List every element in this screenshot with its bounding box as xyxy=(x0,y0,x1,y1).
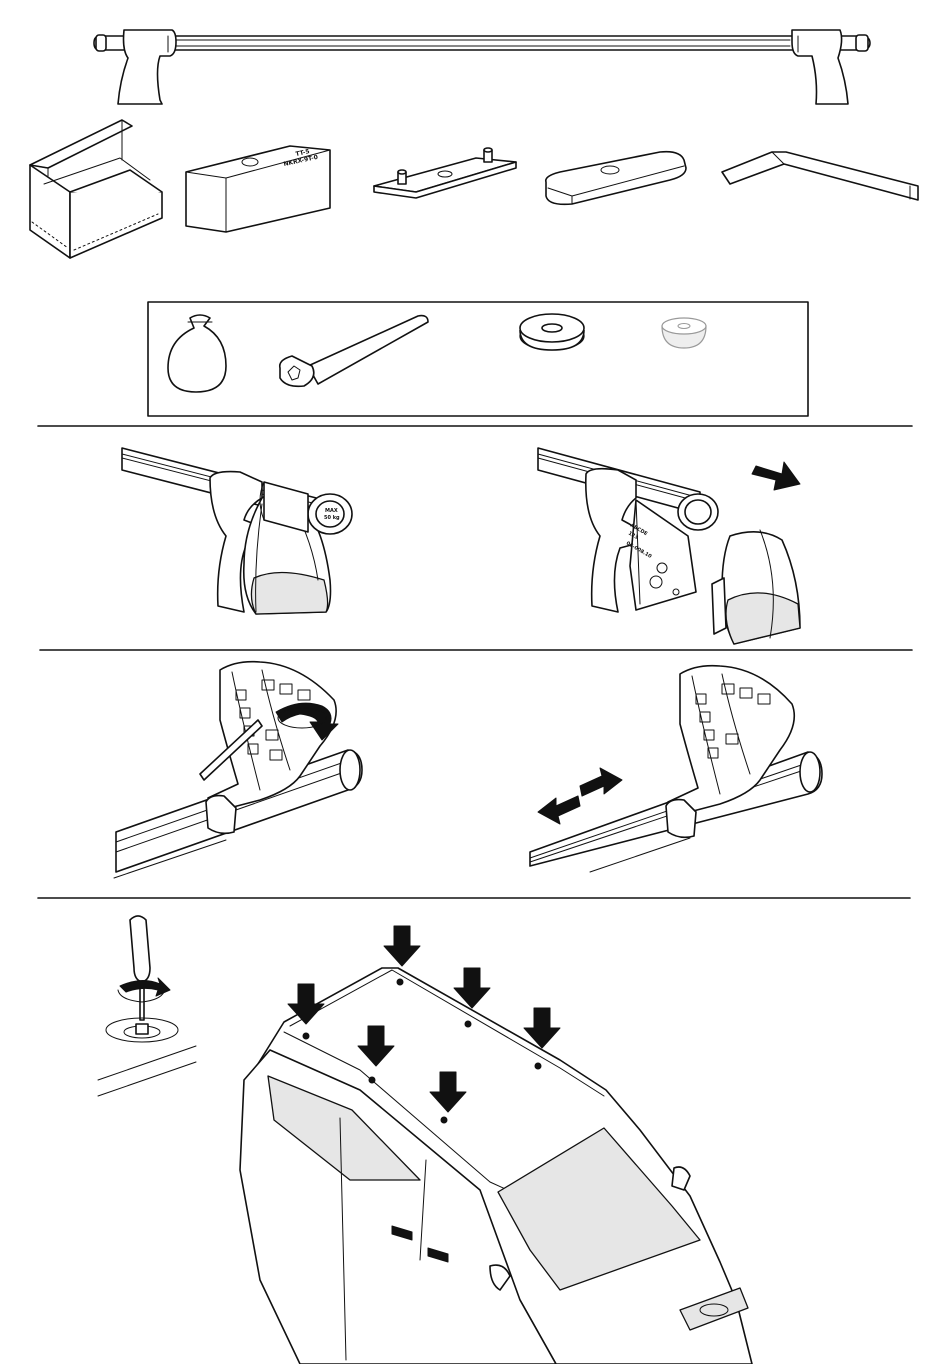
load-label-line1: MAX xyxy=(325,508,338,514)
mount-hole-icon xyxy=(303,1033,309,1039)
screwdriver-rotate-arrow xyxy=(120,978,170,996)
rubber-pad xyxy=(546,152,686,205)
mount-hole-icon xyxy=(465,1021,471,1027)
vehicle-roof xyxy=(240,926,752,1364)
step-foot-assembled: MAX 50 kg xyxy=(122,448,352,614)
hardware-bag-icon xyxy=(168,315,226,392)
step-tighten-bolt xyxy=(114,662,362,878)
load-label-line2: 50 kg xyxy=(324,515,340,521)
step-foot-cover-removed: ABCDE 123 06-008.10 xyxy=(538,448,800,644)
mounting-plate xyxy=(374,148,516,198)
long-bolt-icon xyxy=(280,316,428,387)
slide-right-arrow xyxy=(580,768,622,796)
mount-hole-icon xyxy=(535,1063,541,1069)
hex-key-tool xyxy=(722,152,918,200)
pull-direction-arrow xyxy=(752,462,800,490)
step-slide-foot xyxy=(530,666,822,872)
mount-hole-icon xyxy=(441,1117,447,1123)
down-arrow-icon xyxy=(384,926,420,966)
mount-hole-icon xyxy=(397,979,403,985)
roof-bar-assembly xyxy=(94,30,870,104)
slide-left-arrow xyxy=(538,796,580,824)
packaging-box xyxy=(30,120,162,258)
washer-icon xyxy=(520,314,584,350)
foot-pad-block: TT-5 NKRX-9T-0 xyxy=(186,146,330,232)
screwdriver-detail xyxy=(98,916,196,1096)
mount-hole-icon xyxy=(369,1077,375,1083)
small-parts-kit xyxy=(148,302,808,416)
rubber-cap-icon xyxy=(662,318,706,348)
